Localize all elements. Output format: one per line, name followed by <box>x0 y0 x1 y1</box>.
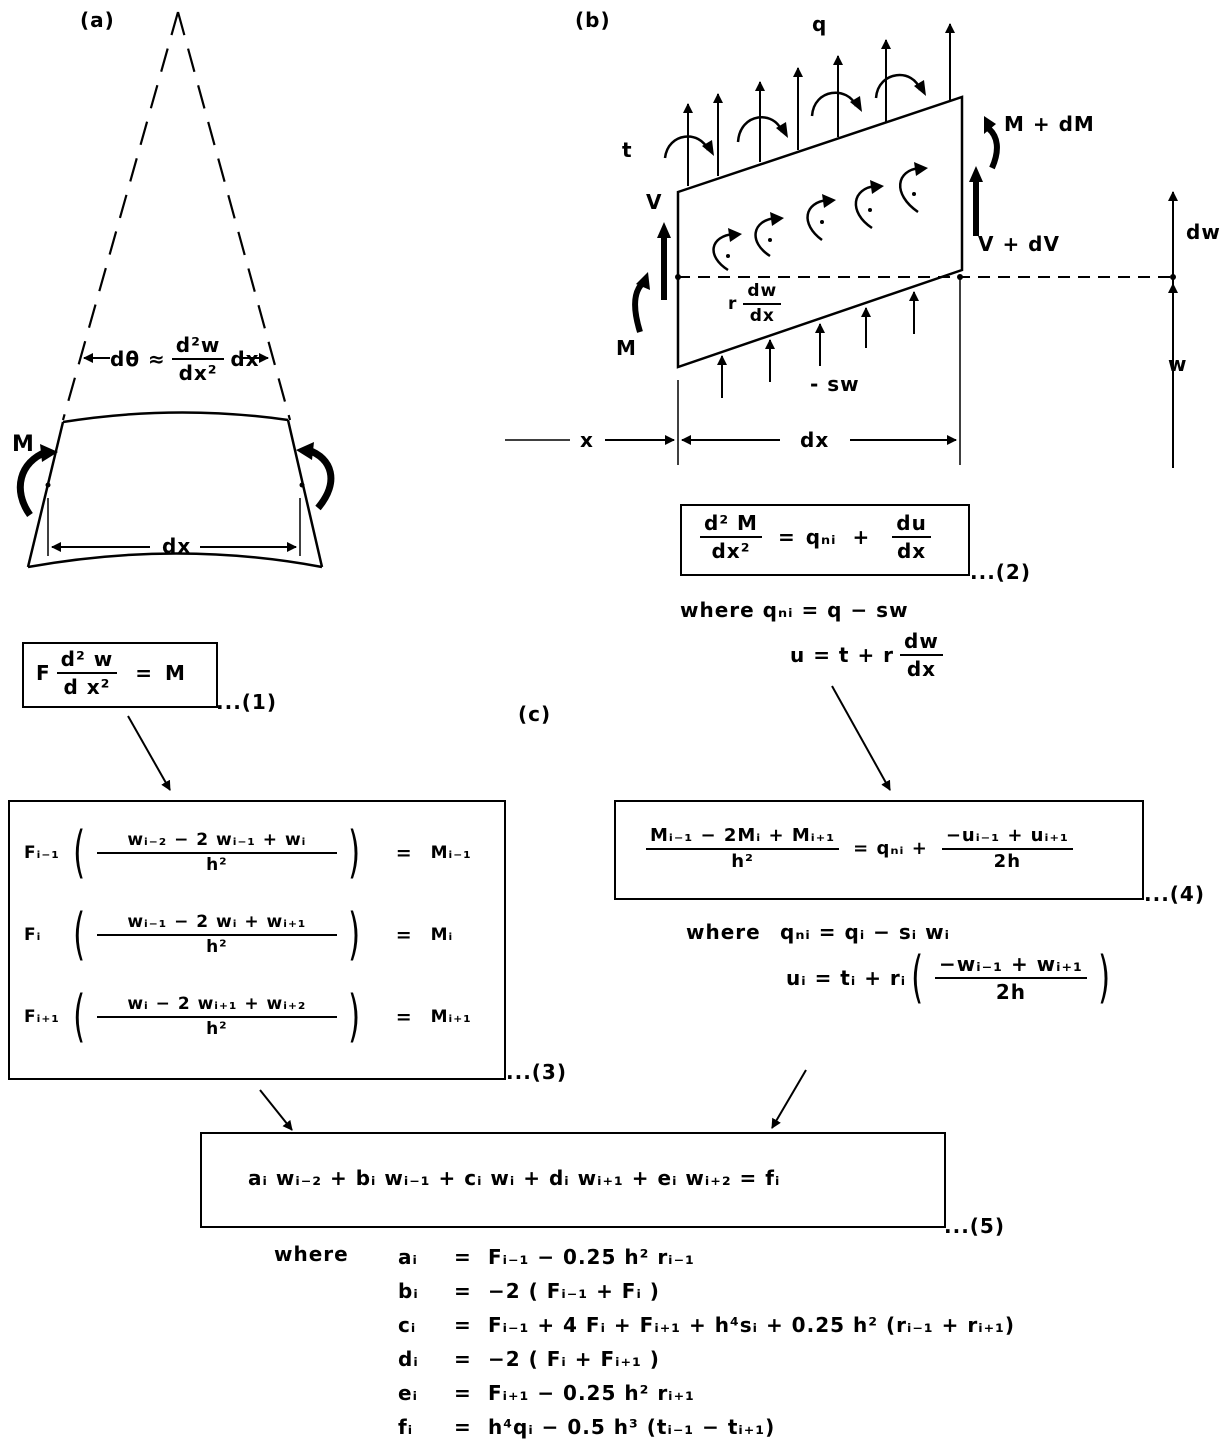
equation-5-box <box>200 1132 946 1228</box>
left-dashed-ray <box>61 11 180 421</box>
dx-label-b: dx <box>800 428 830 452</box>
w-label: w <box>1168 352 1188 376</box>
panel-b-label: (b) <box>575 8 611 32</box>
flow-arrows <box>127 685 891 1131</box>
equation-5-tag: ...(5) <box>944 1214 1005 1238</box>
q-label: q <box>812 12 828 36</box>
equation-4-box <box>614 800 1144 900</box>
element-right-side <box>286 419 324 568</box>
element-top-arc <box>62 411 289 424</box>
equation-3-row: Fᵢ ( wᵢ₋₁ − 2 wᵢ + wᵢ₊₁ h² ) = Mᵢ <box>24 902 454 967</box>
angle-label: dθ ≈ d²w dx² dx <box>110 333 260 385</box>
equation-4-where-word: where <box>686 920 761 944</box>
t-label: t <box>622 138 633 162</box>
equation-3-box <box>8 800 506 1080</box>
equation-4-where-2: uᵢ = tᵢ + rᵢ ( −wᵢ₋₁ + wᵢ₊₁ 2h ) <box>786 945 1111 1010</box>
equation-4-tag: ...(4) <box>1144 882 1205 906</box>
equation-2-tag: ...(2) <box>970 560 1031 584</box>
mdm-label: M + dM <box>1004 112 1095 136</box>
sw-label: - sw <box>810 372 860 396</box>
beam-element <box>676 95 964 369</box>
definition-row: aᵢ = Fᵢ₋₁ − 0.25 h² rᵢ₋₁ <box>398 1245 695 1269</box>
equation-3-tag: ...(3) <box>506 1060 567 1084</box>
equation-1-box <box>22 642 218 708</box>
r-label: r dw dx <box>728 282 787 325</box>
equation-4-where-1: qₙᵢ = qᵢ − sᵢ wᵢ <box>780 920 950 944</box>
angle-fraction: d²w dx² <box>171 334 225 384</box>
vdv-label: V + dV <box>978 232 1060 256</box>
element-bottom-arc <box>27 552 323 569</box>
equation-2: d² M dx² = qₙᵢ + du dx <box>694 512 937 562</box>
m-label-b: M <box>616 336 637 360</box>
coefficient-definitions: aᵢ = Fᵢ₋₁ − 0.25 h² rᵢ₋₁ bᵢ = −2 ( Fᵢ₋₁ … <box>398 1240 1015 1444</box>
panel-b-element <box>505 23 1178 468</box>
x-label: x <box>580 428 594 452</box>
equation-3-row: Fᵢ₊₁ ( wᵢ − 2 wᵢ₊₁ + wᵢ₊₂ h² ) = Mᵢ₊₁ <box>24 984 472 1049</box>
panel-a-label: (a) <box>80 8 115 32</box>
definition-row: eᵢ = Fᵢ₊₁ − 0.25 h² rᵢ₊₁ <box>398 1381 695 1405</box>
dw-label: dw <box>1186 220 1221 244</box>
v-label: V <box>646 190 663 214</box>
right-dashed-ray <box>176 11 292 421</box>
definition-row: cᵢ = Fᵢ₋₁ + 4 Fᵢ + Fᵢ₊₁ + h⁴sᵢ + 0.25 h²… <box>398 1313 1016 1337</box>
equation-5-where-word: where <box>274 1242 349 1266</box>
moment-label-a: M <box>12 432 35 457</box>
equation-1: F d² w d x² = M <box>36 647 186 699</box>
equation-4: Mᵢ₋₁ − 2Mᵢ + Mᵢ₊₁ h² = qₙᵢ + −uᵢ₋₁ + uᵢ₊… <box>640 826 1079 872</box>
equation-2-where-1: where qₙᵢ = q − sw <box>680 598 909 622</box>
equation-3-row: Fᵢ₋₁ ( wᵢ₋₂ − 2 wᵢ₋₁ + wᵢ h² ) = Mᵢ₋₁ <box>24 820 472 885</box>
panel-c-label: (c) <box>518 702 552 726</box>
definition-row: dᵢ = −2 ( Fᵢ + Fᵢ₊₁ ) <box>398 1347 660 1371</box>
definition-row: fᵢ = h⁴qᵢ − 0.5 h³ (tᵢ₋₁ − tᵢ₊₁) <box>398 1415 776 1439</box>
panel-a-element <box>16 11 335 569</box>
equation-5: aᵢ wᵢ₋₂ + bᵢ wᵢ₋₁ + cᵢ wᵢ + dᵢ wᵢ₊₁ + eᵢ… <box>248 1166 781 1190</box>
element-left-side <box>26 421 65 568</box>
equation-2-box <box>680 504 970 576</box>
length-label-a: dx <box>162 534 192 558</box>
equation-3-rows: Fᵢ₋₁ ( wᵢ₋₂ − 2 wᵢ₋₁ + wᵢ h² ) = Mᵢ₋₁ Fᵢ… <box>24 812 472 1058</box>
equation-2-where-2: u = t + r dw dx <box>790 630 949 680</box>
definition-row: bᵢ = −2 ( Fᵢ₋₁ + Fᵢ ) <box>398 1279 660 1303</box>
equation-1-tag: ...(1) <box>216 690 277 714</box>
